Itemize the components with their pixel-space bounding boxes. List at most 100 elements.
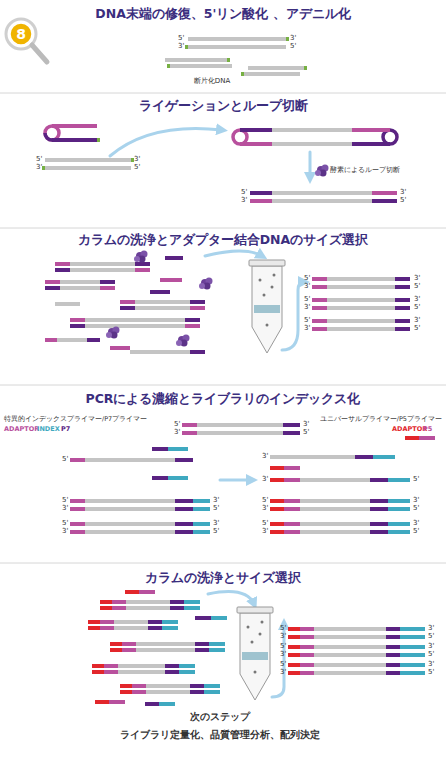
primer-strand <box>355 455 373 459</box>
end-label: 5' <box>303 429 309 436</box>
adapter-dna <box>312 277 410 331</box>
mixed-library <box>195 642 209 646</box>
adapter-dna <box>283 423 300 427</box>
end-label: 5' <box>304 275 310 282</box>
mixed-fragments <box>100 280 115 284</box>
end-label: 5' <box>262 520 268 527</box>
final-library <box>400 663 425 667</box>
mixed-library <box>190 684 204 688</box>
end-label: 5' <box>262 497 268 504</box>
primer-label: 特異的インデックスプライマー/P7プライマー <box>4 416 147 423</box>
mixed-library <box>195 616 211 620</box>
end-label: 3' <box>62 505 68 512</box>
mixed-library <box>132 690 146 694</box>
end-label: 3' <box>178 43 184 50</box>
end-label: 3' <box>400 189 406 196</box>
primer-strand <box>70 447 193 480</box>
final-library <box>400 671 425 675</box>
adapter-dna <box>250 191 272 195</box>
final-library <box>400 645 425 649</box>
primer-strand <box>270 436 435 482</box>
hairpin-adapter <box>45 133 52 140</box>
end-label: 3' <box>304 325 310 332</box>
end-label: 3' <box>280 669 286 676</box>
adapter-dna <box>372 191 397 195</box>
mixed-fragments <box>57 338 87 342</box>
dna-fragment <box>165 58 227 62</box>
enzyme-icon <box>315 165 329 177</box>
indexed-library <box>300 507 370 511</box>
adapter-dna <box>327 327 395 331</box>
hairpin-adapter <box>97 138 100 142</box>
end-label: 3' <box>262 505 268 512</box>
end-label: 5' <box>213 528 219 535</box>
flow-arrow <box>220 479 252 482</box>
mixed-fragments <box>130 350 190 354</box>
mixed-library <box>118 670 165 674</box>
mixed-library <box>120 690 132 694</box>
mixed-fragments <box>55 262 70 266</box>
mixed-library <box>145 702 159 706</box>
end-label: 5' <box>428 633 434 640</box>
mixed-library <box>148 626 162 630</box>
mixed-fragments <box>70 318 85 322</box>
mixed-fragments <box>55 268 70 272</box>
indexed-library <box>284 522 300 526</box>
primer-strand <box>284 466 300 470</box>
final-library <box>314 635 386 639</box>
section-heading: DNA末端の修復、5'リン酸化 、アデニル化 <box>95 8 350 21</box>
indexed-library <box>270 530 284 534</box>
primer-label: ユニバーサルプライマー/P5プライマー <box>320 416 442 423</box>
dna-fragment <box>165 37 307 76</box>
end-label: 3' <box>428 661 434 668</box>
adapter-dna <box>327 298 395 302</box>
indexed-library <box>85 499 175 503</box>
badge-number: 8 <box>9 22 33 46</box>
end-label: 3' <box>413 520 419 527</box>
mixed-library <box>120 684 132 688</box>
adapter-dna <box>327 319 395 323</box>
indexed-library <box>370 507 388 511</box>
dna-fragment <box>248 66 304 70</box>
mixed-fragments <box>45 338 57 342</box>
mixed-library <box>209 648 225 652</box>
end-label: 5' <box>213 505 219 512</box>
illustration <box>134 251 148 263</box>
hairpin-adapter <box>52 138 97 142</box>
end-label: 3' <box>304 283 310 290</box>
end-label: 3' <box>241 197 247 204</box>
primer-strand <box>270 455 355 459</box>
final-library <box>386 671 400 675</box>
mixed-library <box>162 620 178 624</box>
end-label: 5' <box>36 156 42 163</box>
ligated-molecule <box>233 130 247 144</box>
section-divider <box>0 563 446 564</box>
mixed-library <box>139 590 155 594</box>
final-library <box>400 627 425 631</box>
ligated-molecule <box>383 130 397 144</box>
end-label: 3' <box>262 476 268 483</box>
end-label: 5' <box>178 35 184 42</box>
dna-fragment <box>188 37 286 41</box>
mixed-library <box>165 664 179 668</box>
adapter-dna <box>312 327 327 331</box>
indexed-library <box>193 522 210 526</box>
mixed-fragments <box>190 350 205 354</box>
mixed-library <box>95 700 109 704</box>
end-label: 5' <box>280 625 286 632</box>
end-label: 3' <box>134 156 140 163</box>
final-library <box>386 645 400 649</box>
mixed-fragments <box>150 290 170 294</box>
illustration <box>199 278 213 290</box>
hairpin-adapter <box>45 126 59 140</box>
adapter-dna <box>395 306 410 310</box>
indexed-library <box>85 507 175 511</box>
mixed-library <box>112 606 126 610</box>
indexed-library <box>300 530 370 534</box>
end-label: 3' <box>414 317 420 324</box>
end-label: 5' <box>290 43 296 50</box>
end-label: 5' <box>428 669 434 676</box>
mixed-library <box>148 620 162 624</box>
final-library <box>288 635 300 639</box>
